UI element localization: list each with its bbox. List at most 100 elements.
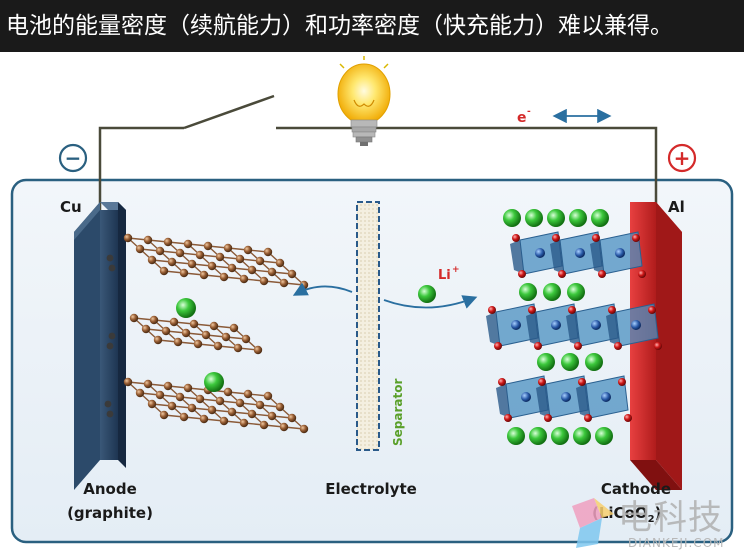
edge-atom [106, 254, 114, 262]
carbon-atom [219, 416, 229, 426]
watermark-logo-icon [572, 498, 614, 548]
cobalt-atom [521, 392, 531, 402]
lithium-ion-icon [573, 427, 591, 445]
oxygen-atom [654, 342, 662, 350]
carbon-atom [255, 400, 265, 410]
carbon-atom [207, 261, 217, 271]
cobalt-atom [535, 248, 545, 258]
cobalt-atom [561, 392, 571, 402]
oxygen-atom [584, 414, 592, 422]
lithium-ion-icon [537, 353, 555, 371]
carbon-atom [201, 330, 211, 340]
anode-label: Anode [83, 480, 137, 498]
oxygen-atom [528, 306, 536, 314]
oxygen-atom [568, 306, 576, 314]
lithium-ion-icon [585, 353, 603, 371]
lithium-ion-icon [567, 283, 585, 301]
positive-terminal-icon: + [667, 143, 697, 173]
carbon-atom [223, 387, 233, 397]
lithium-ion-icon [569, 209, 587, 227]
lithium-ion-icon [551, 427, 569, 445]
oxygen-atom [544, 414, 552, 422]
oxygen-atom [624, 414, 632, 422]
carbon-atom [167, 401, 177, 411]
separator-label: Separator [391, 379, 405, 446]
page-title: 电池的能量密度（续航能力）和功率密度（快充能力）难以兼得。 [0, 0, 744, 52]
coo2-layer [486, 303, 662, 350]
cobalt-atom [575, 248, 585, 258]
edge-atom [108, 332, 116, 340]
carbon-atom [195, 250, 205, 260]
oxygen-atom [534, 342, 542, 350]
carbon-atom [221, 332, 231, 342]
cobalt-atom [601, 392, 611, 402]
oxygen-atom [638, 270, 646, 278]
negative-terminal-icon: − [58, 143, 88, 173]
ion-charge-sup: + [452, 265, 460, 275]
electrolyte-label: Electrolyte [325, 480, 417, 498]
carbon-atom [135, 244, 145, 254]
carbon-atom [179, 412, 189, 422]
anode-metal-label: Cu [60, 198, 82, 216]
oxygen-atom [498, 378, 506, 386]
carbon-atom [155, 246, 165, 256]
carbon-atom [159, 266, 169, 276]
coo2-layer [496, 375, 632, 422]
licoo2-structure [486, 209, 662, 445]
lithium-ion-icon [591, 209, 609, 227]
carbon-atom [163, 381, 173, 391]
cobalt-atom [591, 320, 601, 330]
edge-atom [108, 264, 116, 272]
carbon-atom [219, 272, 229, 282]
carbon-atom [263, 247, 273, 257]
carbon-atom [199, 270, 209, 280]
carbon-atom [259, 276, 269, 286]
carbon-atom [227, 407, 237, 417]
carbon-atom [141, 324, 151, 334]
oxygen-atom [558, 270, 566, 278]
carbon-atom [239, 418, 249, 428]
carbon-atom [275, 258, 285, 268]
lithium-ion-icon [525, 209, 543, 227]
carbon-atom [215, 252, 225, 262]
oxygen-atom [592, 234, 600, 242]
carbon-atom [279, 422, 289, 432]
carbon-atom [235, 254, 245, 264]
watermark-url: DIANKEJI.COM [628, 536, 725, 550]
carbon-atom [267, 411, 277, 421]
carbon-atom [143, 235, 153, 245]
lithium-ion-icon [547, 209, 565, 227]
edge-atom [104, 400, 112, 408]
switch-icon [183, 94, 275, 130]
edge-atom [106, 342, 114, 350]
carbon-atom [147, 255, 157, 265]
cobalt-atom [551, 320, 561, 330]
carbon-atom [147, 399, 157, 409]
carbon-atom [179, 268, 189, 278]
oxygen-atom [538, 378, 546, 386]
carbon-atom [149, 315, 159, 325]
oxygen-atom [632, 234, 640, 242]
carbon-atom [123, 233, 133, 243]
carbon-atom [175, 392, 185, 402]
electron-charge-sup: - [527, 107, 531, 117]
carbon-atom [243, 389, 253, 399]
carbon-atom [241, 334, 251, 344]
carbon-atom [299, 280, 309, 290]
cobalt-atom [511, 320, 521, 330]
battery-diagram-svg: e - − + Cu Al [10, 56, 734, 548]
carbon-atom [187, 259, 197, 269]
carbon-atom [287, 413, 297, 423]
graphene-sheet [129, 313, 263, 355]
oxygen-atom [512, 234, 520, 242]
carbon-atom [253, 345, 263, 355]
carbon-atom [255, 256, 265, 266]
carbon-atom [209, 321, 219, 331]
lithium-ion-icon [561, 353, 579, 371]
carbon-atom [199, 414, 209, 424]
positive-symbol: + [674, 146, 691, 170]
carbon-atom [215, 396, 225, 406]
anode-electrode [74, 202, 126, 490]
ion-label: Li [438, 268, 451, 283]
carbon-atom [159, 410, 169, 420]
